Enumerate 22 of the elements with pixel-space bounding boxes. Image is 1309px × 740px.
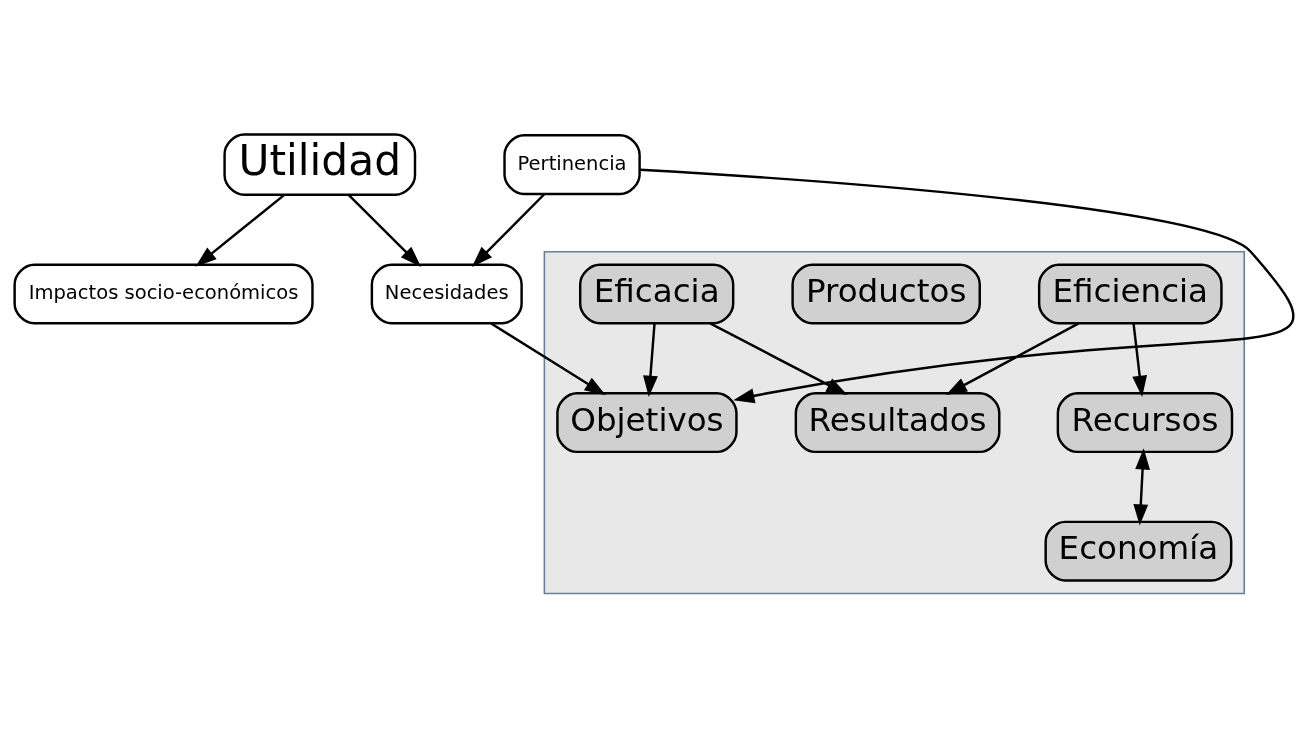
arrow xyxy=(490,321,606,395)
arrow xyxy=(1133,447,1150,525)
node-box: Necesidades xyxy=(370,263,523,325)
node-box: Productos xyxy=(791,263,981,325)
arrow xyxy=(709,321,848,395)
node-box: Utilidad xyxy=(223,132,417,196)
node-box: Pertinencia xyxy=(503,133,641,195)
node-box: Economía xyxy=(1044,520,1233,582)
arrow xyxy=(1132,322,1148,397)
arrow xyxy=(639,168,1294,403)
arrow xyxy=(195,193,286,267)
node-box: Objetivos xyxy=(556,391,738,453)
node-box: Impactos socio-económicos xyxy=(13,263,314,325)
node-box: Eficiencia xyxy=(1037,263,1223,325)
arrow xyxy=(471,192,546,267)
arrow xyxy=(945,321,1080,395)
node-box: Recursos xyxy=(1056,391,1234,453)
node-box: Resultados xyxy=(794,391,1001,453)
node-box: Eficacia xyxy=(579,263,735,325)
cluster xyxy=(543,250,1246,594)
arrow xyxy=(347,193,422,267)
arrow xyxy=(643,322,658,397)
